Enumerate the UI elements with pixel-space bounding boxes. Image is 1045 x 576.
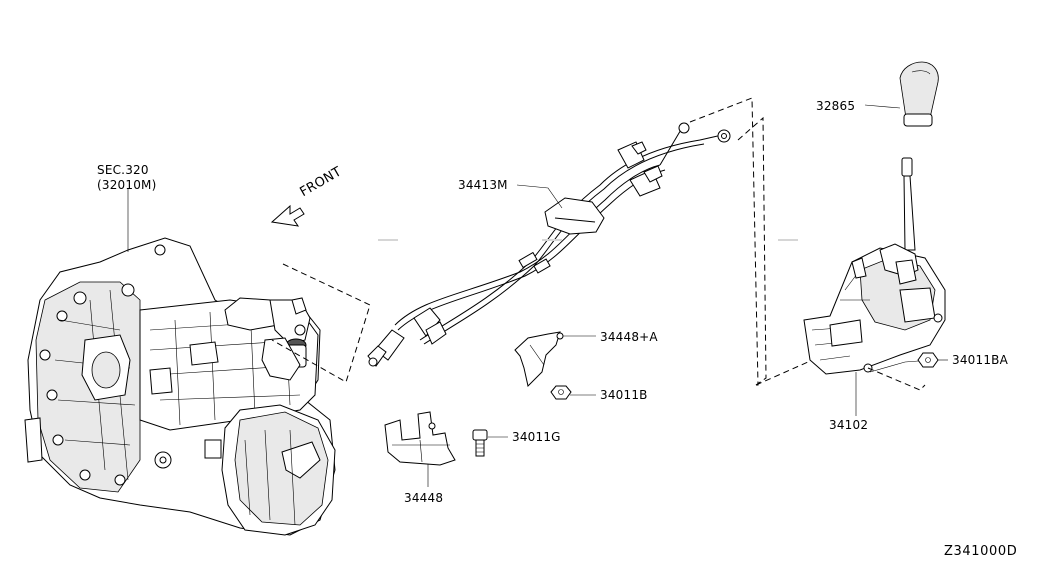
part-label-34448[interactable]: 34448 — [404, 491, 444, 505]
transmission-sec-label[interactable]: SEC.320 — [97, 163, 149, 177]
bracket-34448A — [514, 331, 564, 387]
part-label-34102[interactable]: 34102 — [829, 418, 869, 432]
part-label-34011BA[interactable]: 34011BA — [952, 353, 1009, 367]
part-label-34413M[interactable]: 34413M — [458, 178, 508, 192]
nut-34011B-icon — [550, 385, 572, 400]
part-label-34011G[interactable]: 34011G — [512, 430, 561, 444]
shifter-assembly — [803, 157, 946, 391]
part-label-34011B[interactable]: 34011B — [600, 388, 648, 402]
shift-knob — [899, 61, 939, 127]
diagram-code: Z341000D — [944, 544, 1018, 559]
nut-34011BA-icon — [917, 352, 939, 368]
shift-cable-assembly — [271, 97, 809, 386]
leader-lines — [127, 104, 948, 487]
bolt-34011G-icon — [472, 429, 488, 457]
transmission-part-label[interactable]: (32010M) — [97, 178, 157, 192]
bracket-34448 — [384, 411, 456, 466]
part-label-32865[interactable]: 32865 — [816, 99, 856, 113]
part-label-34448A[interactable]: 34448+A — [600, 330, 658, 344]
transmission-assembly — [24, 237, 336, 536]
front-arrow-icon — [270, 204, 305, 227]
